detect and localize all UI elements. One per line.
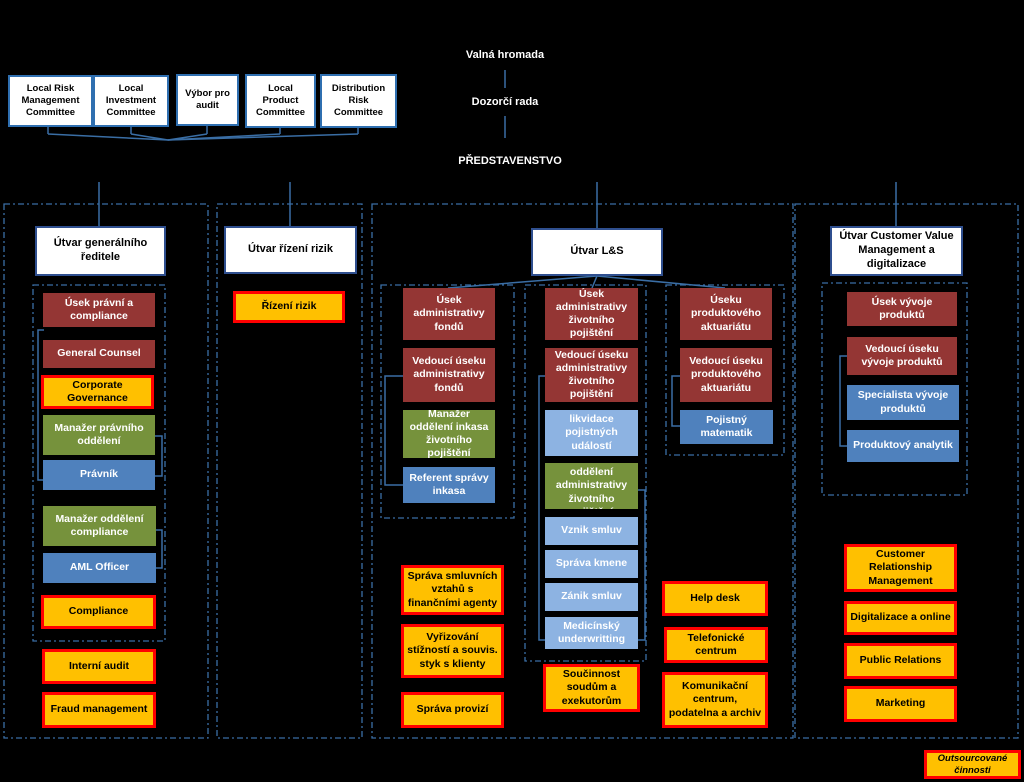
cvm-public-relations: Public Relations bbox=[844, 643, 957, 679]
ceo-corporate-governance: Corporate Governance bbox=[41, 375, 154, 409]
ls-help-desk: Help desk bbox=[662, 581, 768, 616]
ls-medical-underwriting: Medicínský underwritting bbox=[545, 617, 638, 649]
ceo-general-counsel: General Counsel bbox=[43, 340, 155, 368]
committee-local-investment: Local Investment Committee bbox=[93, 75, 169, 127]
ls-collection-clerk: Referent správy inkasa bbox=[403, 467, 495, 503]
ls-life-dept: Úsek administrativy životního pojištění bbox=[545, 288, 638, 340]
ls-contract-termination: Zánik smluv bbox=[545, 583, 638, 611]
legend-outsourced: Outsourcované činnosti bbox=[924, 750, 1021, 779]
ceo-compliance-manager: Manažer oddělení compliance bbox=[43, 506, 156, 546]
ls-communication-center: Komunikační centrum, podatelna a archiv bbox=[662, 672, 768, 728]
ls-actuarial-dept: Úseku produktového aktuariátu bbox=[680, 288, 772, 340]
unit-ls: Útvar L&S bbox=[531, 228, 663, 276]
cvm-marketing: Marketing bbox=[844, 686, 957, 722]
risk-management: Řízení rizik bbox=[233, 291, 345, 323]
committee-local-product: Local Product Committee bbox=[245, 74, 316, 128]
ceo-fraud-management: Fraud management bbox=[42, 692, 156, 728]
committee-local-risk: Local Risk Management Committee bbox=[8, 75, 93, 127]
ceo-legal-compliance-dept: Úsek právní a compliance bbox=[43, 293, 155, 327]
ls-call-center: Telefonické centrum bbox=[664, 627, 768, 663]
ls-portfolio-administration: Správa kmene bbox=[545, 550, 638, 578]
cvm-product-dev-head: Vedoucí úseku vývoje produktů bbox=[847, 337, 957, 375]
ls-actuarial-head: Vedoucí úseku produktového aktuariátu bbox=[680, 348, 772, 402]
ceo-lawyer: Právník bbox=[43, 460, 155, 490]
committee-distribution-risk: Distribution Risk Committee bbox=[320, 74, 397, 128]
cvm-product-specialist: Specialista vývoje produktů bbox=[847, 385, 959, 420]
ls-funds-head: Vedoucí úseku administrativy fondů bbox=[403, 348, 495, 402]
unit-cvm: Útvar Customer Value Management a digita… bbox=[830, 226, 963, 276]
cvm-digital-online: Digitalizace a online bbox=[844, 601, 957, 635]
ls-life-head: Vedoucí úseku administrativy životního p… bbox=[545, 348, 638, 402]
cvm-product-analyst: Produktový analytik bbox=[847, 430, 959, 462]
board-label: PŘEDSTAVENSTVO bbox=[458, 155, 562, 167]
ceo-compliance: Compliance bbox=[41, 595, 156, 629]
unit-risk: Útvar řízení rizik bbox=[224, 226, 357, 274]
ls-complaints: Vyřizování stížností a souvis. styk s kl… bbox=[401, 624, 504, 678]
ls-funds-dept: Úsek administrativy fondů bbox=[403, 288, 495, 340]
ls-contract-origination: Vznik smluv bbox=[545, 517, 638, 545]
cvm-crm: Customer Relationship Management bbox=[844, 544, 957, 592]
committee-audit: Výbor pro audit bbox=[176, 74, 239, 126]
general-meeting-label: Valná hromada bbox=[465, 49, 545, 61]
ceo-internal-audit: Interní audit bbox=[42, 649, 156, 684]
ceo-aml-officer: AML Officer bbox=[43, 553, 156, 583]
cvm-product-dev-dept: Úsek vývoje produktů bbox=[847, 292, 957, 326]
unit-ceo: Útvar generálního ředitele bbox=[35, 226, 166, 276]
ls-actuary: Pojistný matematik bbox=[680, 410, 773, 444]
ls-court-cooperation: Součinnost soudům a exekutorům bbox=[543, 664, 640, 712]
ceo-legal-manager: Manažer právního oddělení bbox=[43, 415, 155, 455]
supervisory-board-label: Dozorčí rada bbox=[471, 96, 539, 108]
ls-claims-settlement: likvidace pojistných událostí bbox=[545, 410, 638, 456]
ls-premium-collection-manager: Manažer oddělení inkasa životního pojišt… bbox=[403, 410, 495, 458]
ls-commissions: Správa provizí bbox=[401, 692, 504, 728]
ls-life-admin-manager: Manažer oddělení administrativy životníh… bbox=[545, 463, 638, 509]
ls-agent-contracts: Správa smluvních vztahů s finančními age… bbox=[401, 565, 504, 615]
